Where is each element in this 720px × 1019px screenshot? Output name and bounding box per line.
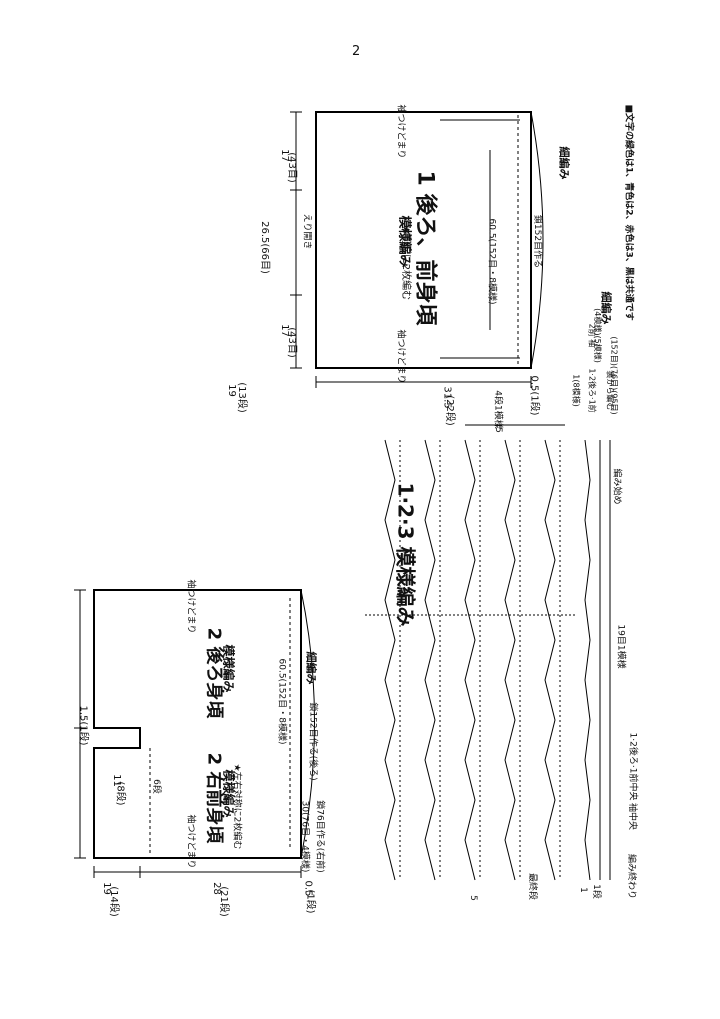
piece1-top2-sts: (43目) (285, 327, 297, 358)
chart-last-row: 最終段 (527, 872, 538, 901)
piece1-title: 1 後ろ、前身頃 (412, 170, 438, 326)
chart-center-label: 袖中央 (627, 802, 638, 831)
piece1-neckline: えり開き (301, 213, 312, 250)
chart-row-label-row1: 1段 (590, 884, 601, 899)
piece1-armhole1: 袖つけどまり (395, 104, 406, 159)
piece1-edge: 0.5(1段) (528, 375, 540, 416)
chart-row-label-3: 1(8模様) (571, 374, 581, 407)
piece1-note: ★同形に2枚編む (400, 224, 412, 301)
piece1-edging: 細編み (557, 146, 571, 180)
chart-row-label-8: 裏から編む (605, 370, 615, 411)
piece2-edging: 細編み (304, 651, 318, 685)
piece2-shoulder: 1.5(1段) (77, 705, 89, 746)
page-number: 2 (352, 44, 361, 59)
piece2-left1-rows: (14段) (107, 886, 119, 917)
piece2-front-sts: 30(76目・4模様) (299, 800, 310, 873)
piece1-cast-on: 鎖152目作る (532, 214, 543, 269)
chart-row-label-6: 2前 袖 (587, 323, 597, 348)
piece2-armhole2: 袖つけどまり (185, 814, 196, 869)
chart-row-label-2: 5 (467, 895, 478, 901)
piece1-armhole2: 袖つけどまり (395, 329, 406, 384)
piece2-six-rows: 6段 (150, 779, 161, 794)
footer-note: ■文字の緑色は1、青色は2、赤色は3、黒は共通です (623, 104, 634, 321)
piece2-front-cast: 鎖76目作る(右前) (314, 800, 325, 873)
piece2-note-front: ★左右対称に2枚編む (231, 763, 242, 850)
chart-repeat-count: 5 (492, 427, 503, 433)
piece1-top-mid: 26.5(66目) (258, 221, 270, 274)
piece2-left3-rows: (1段) (304, 889, 316, 914)
chart-center-label2: 1·2後ろ·1前中央 (627, 732, 638, 801)
piece1-outline (315, 111, 532, 369)
chart-row-label-19: 19目1模様 (615, 624, 626, 669)
chart-title: 1·2·3 模様編み (393, 482, 418, 627)
piece1-top1-sts: (43目) (285, 152, 297, 183)
piece1-curve (530, 111, 544, 369)
chart-edge-row: 細編み (599, 291, 613, 325)
piece1-left-height-rows: (13段) (235, 382, 247, 413)
piece2-outline (93, 589, 302, 859)
piece1-bottom-width-rows: (22段) (443, 395, 455, 426)
piece2-side-rows: (8段) (114, 781, 126, 806)
chart-repeat-label: 4段1模様 (492, 390, 503, 429)
chart-start-label: 編み始め (611, 468, 622, 505)
piece2-armhole1: 袖つけどまり (185, 579, 196, 634)
piece2-left2-rows: (21段) (217, 886, 229, 917)
piece2-subtitle-back: 模様編み (221, 644, 236, 693)
chart-row-label-4: 1·2後ろ·1前 (587, 368, 597, 413)
piece1-stitches: 60.5(152目・8模様) (486, 218, 497, 305)
stitch-chart (365, 424, 611, 881)
chart-end-label: 編み終わり (626, 853, 637, 900)
chart-row-label-1: 1 (577, 887, 588, 893)
piece2-back-sts: 60.5(152目・8模様) (276, 658, 287, 745)
piece2-back-cast: 鎖152目作る(後ろ) (307, 702, 318, 781)
